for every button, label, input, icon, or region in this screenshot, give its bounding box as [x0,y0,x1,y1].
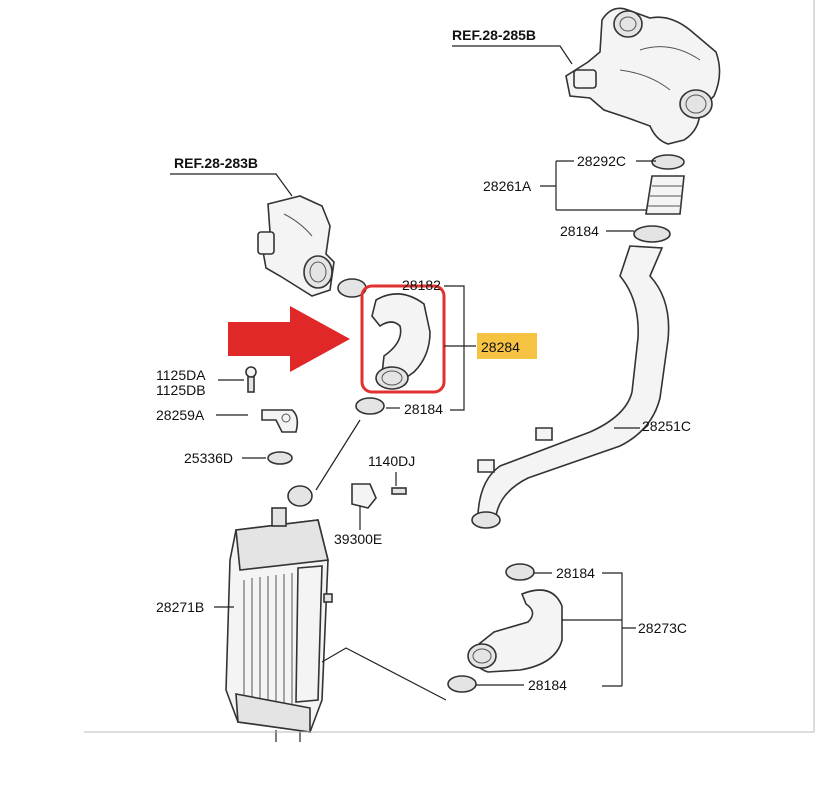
label-28184-low: 28184 [556,565,595,581]
label-28184-bottom: 28184 [528,677,567,693]
label-25336D: 25336D [184,450,233,466]
intercooler-hose-28284 [337,278,431,415]
label-28182: 28182 [402,277,441,293]
ref-label-turbo: REF.28-285B [452,27,536,43]
ref-label-intake: REF.28-283B [174,155,258,171]
turbocharger-illustration [565,7,721,145]
label-28261A: 28261A [483,178,532,194]
upper-hose-assembly [633,154,685,243]
label-28273C: 28273C [638,620,687,636]
label-1140DJ: 1140DJ [368,453,415,469]
pointer-arrow [228,306,350,372]
lower-hose-assembly [447,563,563,693]
label-28184-top: 28184 [560,223,599,239]
label-1125DB: 1125DB [156,382,206,398]
intake-housing-illustration [257,195,335,297]
label-28284: 28284 [481,339,520,355]
frame-border [84,0,815,733]
label-28271B: 28271B [156,599,204,615]
bracket-parts [245,366,299,465]
intercooler-28271B [225,419,361,742]
sensor-39300E [351,483,407,509]
label-39300E: 39300E [334,531,382,547]
label-28251C: 28251C [642,418,691,434]
label-28292C: 28292C [577,153,626,169]
highlight-box [360,284,446,394]
label-28184-mid: 28184 [404,401,443,417]
label-1125DA: 1125DA [156,367,206,383]
label-28259A: 28259A [156,407,205,423]
label-highlight [477,333,537,359]
pipe-28251C [471,245,670,529]
